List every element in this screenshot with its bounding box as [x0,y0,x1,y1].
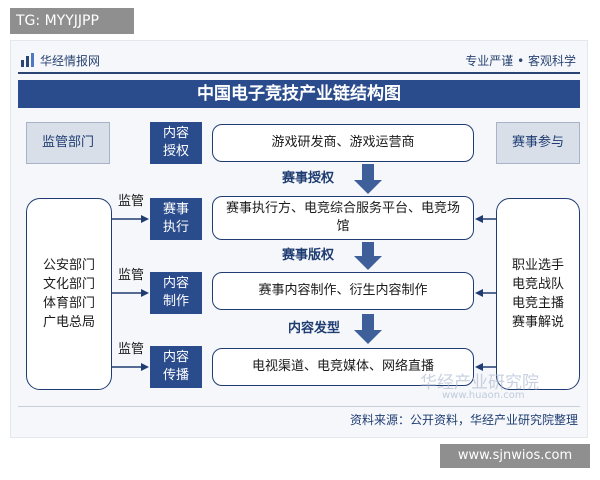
regulator-list: 公安部门 文化部门 体育部门 广电总局 [26,198,112,390]
flow-label-event-copyright: 赛事版权 [282,248,335,263]
supervise-label-2: 监管 [118,268,145,283]
brand-logo-icon [21,53,34,67]
stage-content-content-distribution: 电视渠道、电竞媒体、网络直播 [212,348,474,386]
flow-label-event-license: 赛事授权 [282,171,335,186]
supervise-label-1: 监管 [118,194,145,209]
brand-name: 华经情报网 [40,54,101,68]
participant-list: 职业选手 电竞战队 电竞主播 赛事解说 [496,198,580,390]
stage-content-content-production: 赛事内容制作、衍生内容制作 [212,272,474,310]
regulator-header: 监管部门 [26,122,110,164]
stage-content-content-license: 游戏研发商、游戏运营商 [212,124,474,162]
watermark-url: www.huaon.com [442,390,525,401]
stage-content-event-execution: 赛事执行方、电竞综合服务平台、电竞场馆 [212,196,474,240]
participant-header: 赛事参与 [496,122,580,164]
brand-slogan: 专业严谨 • 客观科学 [465,54,576,68]
flow-label-content-release: 内容发型 [288,321,341,336]
stage-label-event-execution: 赛事 执行 [150,198,202,240]
stage-label-content-license: 内容 授权 [150,122,202,164]
stage-label-content-production: 内容 制作 [150,272,202,314]
brand-bar [18,50,580,74]
top-watermark-tag: TG: MYYJJPP [10,8,134,34]
bottom-watermark-tag: www.sjnwios.com [440,444,590,468]
watermark-text: 华经产业研究院 [420,373,539,393]
diagram-title: 中国电子竞技产业链结构图 [18,80,580,108]
stage-label-content-distribution: 内容 传播 [150,346,202,388]
supervise-label-3: 监管 [118,342,145,357]
source-divider [18,406,580,432]
source-note: 资料来源：公开资料，华经产业研究院整理 [349,413,578,427]
